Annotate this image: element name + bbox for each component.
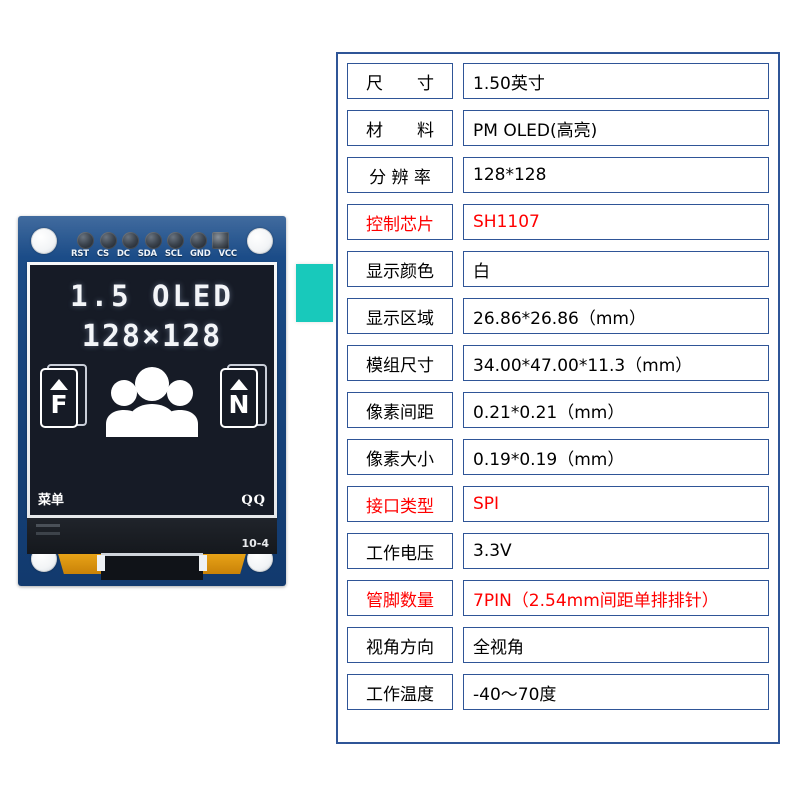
mounting-hole-top-left (31, 228, 57, 254)
people-group-icon (104, 365, 200, 437)
oled-qq-label: QQ (241, 493, 266, 508)
spec-value: 0.21*0.21（mm） (463, 392, 769, 428)
pin-label-vcc: VCC (218, 249, 238, 259)
card-icon-f: F (40, 364, 87, 430)
pin-header-pads (77, 230, 229, 250)
spec-value: 0.19*0.19（mm） (463, 439, 769, 475)
pin-label-gnd: GND (190, 249, 211, 259)
spec-value: 白 (463, 251, 769, 287)
pin-pad-rst (77, 231, 94, 249)
flex-cable-assembly (27, 552, 277, 582)
spec-label: 分 辨 率 (347, 157, 453, 193)
spec-row: 显示颜色白 (347, 250, 769, 288)
pin-label-cs: CS (96, 249, 109, 259)
spec-value: 1.50英寸 (463, 63, 769, 99)
spec-row: 控制芯片 SH1107 (347, 203, 769, 241)
spec-value: 全视角 (463, 627, 769, 663)
spec-label: 控制芯片 (347, 204, 453, 240)
pin-label-scl: SCL (164, 249, 183, 259)
spec-label: 材 料 (347, 110, 453, 146)
spec-label: 尺 寸 (347, 63, 453, 99)
spec-value: 26.86*26.86（mm） (463, 298, 769, 334)
strip-marking-dots (36, 524, 60, 527)
pin-label-sda: SDA (137, 249, 157, 259)
pin-pad-vcc (212, 231, 229, 249)
pin-pad-gnd (189, 231, 207, 249)
up-arrow-icon (50, 379, 68, 390)
card-front-shape: F (40, 368, 78, 428)
pin-pad-sda (144, 231, 162, 249)
spec-value: 7PIN（2.54mm间距单排排针） (463, 580, 769, 616)
oled-module-photo: RST CS DC SDA SCL GND VCC 1.5 OLED 128×1… (18, 216, 286, 586)
card-front-shape: N (220, 368, 258, 428)
flex-clip-left (97, 555, 105, 571)
spec-value: SH1107 (463, 204, 769, 240)
spec-label: 视角方向 (347, 627, 453, 663)
spec-label: 像素大小 (347, 439, 453, 475)
spec-row: 模组尺寸 34.00*47.00*11.3（mm） (347, 344, 769, 382)
pcb-board: RST CS DC SDA SCL GND VCC 1.5 OLED 128×1… (18, 216, 286, 586)
spec-value: 34.00*47.00*11.3（mm） (463, 345, 769, 381)
spec-value: SPI (463, 486, 769, 522)
spec-label: 接口类型 (347, 486, 453, 522)
spec-row: 分 辨 率 128*128 (347, 156, 769, 194)
panel-lower-strip: 10-4 (27, 518, 277, 554)
pin-pad-scl (167, 231, 184, 249)
card-letter-f: F (50, 390, 68, 419)
spec-value: PM OLED(高亮) (463, 110, 769, 146)
mounting-hole-top-right (247, 228, 273, 254)
spec-value: 128*128 (463, 157, 769, 193)
spec-label: 显示颜色 (347, 251, 453, 287)
spec-label: 工作温度 (347, 674, 453, 710)
pin-label-dc: DC (116, 249, 130, 259)
spec-row: 材 料 PM OLED(高亮) (347, 109, 769, 147)
part-marking-label: 10-4 (241, 537, 269, 550)
spec-row: 管脚数量 7PIN（2.54mm间距单排排针） (347, 579, 769, 617)
spec-value: 3.3V (463, 533, 769, 569)
spec-row: 显示区域 26.86*26.86（mm） (347, 297, 769, 335)
spec-row: 像素大小 0.19*0.19（mm） (347, 438, 769, 476)
spec-label: 像素间距 (347, 392, 453, 428)
spec-row: 工作电压 3.3V (347, 532, 769, 570)
spec-value: -40～70度 (463, 674, 769, 710)
pin-pad-dc (122, 231, 139, 249)
oled-resolution-text: 128×128 (81, 319, 223, 354)
flex-clip-right (199, 555, 207, 571)
spec-row: 像素间距 0.21*0.21（mm） (347, 391, 769, 429)
spec-row: 接口类型 SPI (347, 485, 769, 523)
spec-row: 尺 寸 1.50英寸 (347, 62, 769, 100)
pin-pad-cs (99, 231, 117, 249)
pin-label-rst: RST (71, 249, 89, 259)
display-bezel: 1.5 OLED 128×128 F N (27, 262, 277, 518)
spec-row: 工作温度 -40～70度 (347, 673, 769, 711)
spec-label: 模组尺寸 (347, 345, 453, 381)
card-icon-n: N (220, 364, 267, 430)
oled-screen: 1.5 OLED 128×128 F N (30, 265, 274, 515)
spec-label: 管脚数量 (347, 580, 453, 616)
spec-label: 工作电压 (347, 533, 453, 569)
flex-connector (101, 553, 203, 580)
card-letter-n: N (228, 390, 250, 419)
spec-row: 视角方向全视角 (347, 626, 769, 664)
specification-table: 尺 寸 1.50英寸材 料 PM OLED(高亮) 分 辨 率 128*128 控制芯片 S… (336, 52, 780, 744)
teal-color-swatch (296, 264, 333, 322)
up-arrow-icon (230, 379, 248, 390)
oled-title-text: 1.5 OLED (70, 279, 234, 313)
pin-labels: RST CS DC SDA SCL GND VCC (71, 249, 237, 259)
oled-menu-label: 菜单 (38, 493, 65, 508)
spec-label: 显示区域 (347, 298, 453, 334)
